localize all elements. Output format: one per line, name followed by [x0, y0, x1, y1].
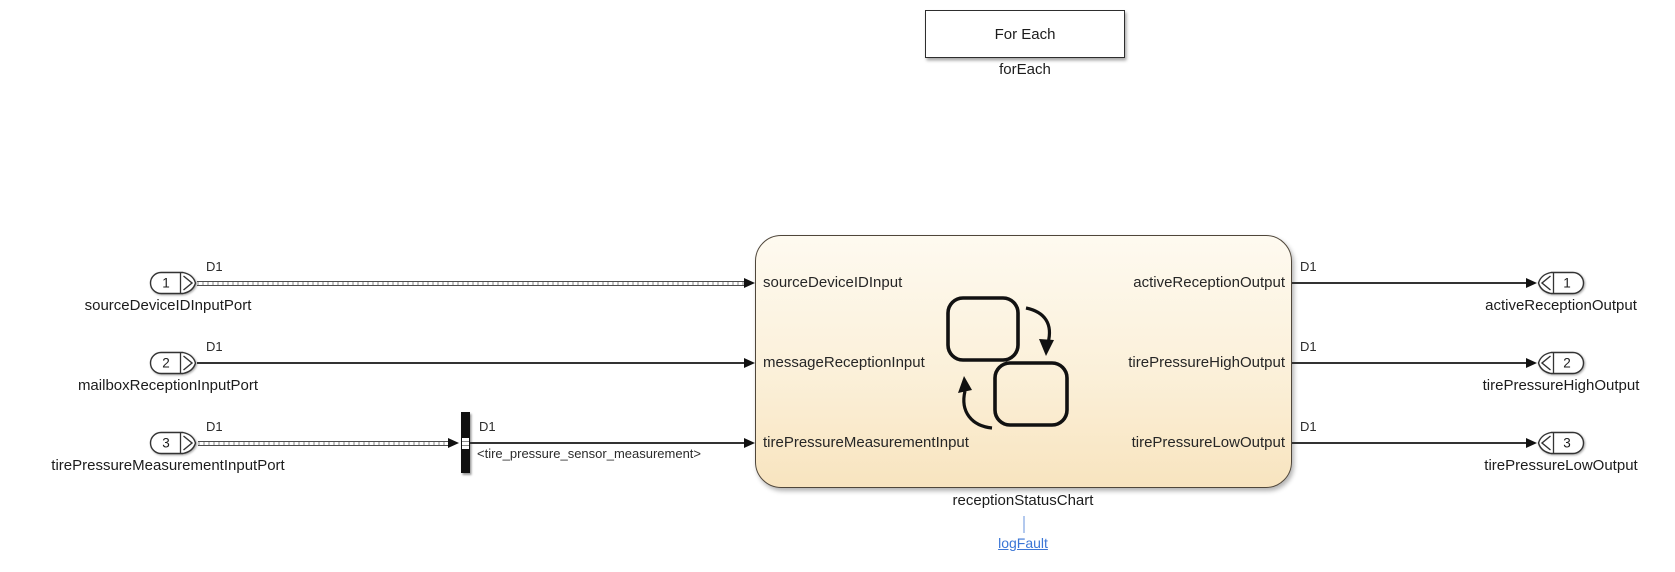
chart-input-port-label: sourceDeviceIDInput: [763, 274, 903, 291]
arrowhead-icon: [1526, 277, 1537, 288]
inport-label-3: tirePressureMeasurementInputPort: [51, 457, 285, 474]
signal-dimension-label: D1: [206, 339, 223, 354]
log-fault-link[interactable]: logFault: [998, 535, 1048, 551]
chart-input-port-label: tirePressureMeasurementInput: [763, 434, 969, 451]
bus-selector-port-marker: [462, 438, 469, 449]
bus-selector-block[interactable]: [461, 412, 470, 473]
outport-block-1[interactable]: 1: [1537, 271, 1585, 295]
inport-block-3[interactable]: 3: [149, 431, 197, 455]
inport-block-1[interactable]: 1: [149, 271, 197, 295]
for-each-block-name: forEach: [999, 61, 1051, 78]
signal-dimension-label: D1: [479, 419, 496, 434]
arrowhead-icon: [1526, 437, 1537, 448]
signal-line-3b[interactable]: [470, 442, 745, 444]
arrowhead-icon: [1526, 357, 1537, 368]
outport-chevron-icon: [1540, 435, 1551, 451]
arrowhead-icon: [448, 437, 459, 448]
outport-block-3[interactable]: 3: [1537, 431, 1585, 455]
bus-signal-line-1[interactable]: [197, 280, 745, 286]
inport-chevron-icon: [183, 355, 194, 371]
arrowhead-icon: [744, 437, 755, 448]
outport-label-2: tirePressureHighOutput: [1482, 377, 1640, 394]
inport-block-2[interactable]: 2: [149, 351, 197, 375]
chart-name-label: receptionStatusChart: [952, 492, 1094, 509]
chart-output-port-label: tirePressureLowOutput: [1131, 434, 1285, 451]
outport-label-1: activeReceptionOutput: [1485, 297, 1637, 314]
output-signal-line-2[interactable]: [1292, 362, 1526, 364]
output-signal-line-3[interactable]: [1292, 442, 1526, 444]
outport-chevron-icon: [1540, 355, 1551, 371]
signal-line-2[interactable]: [197, 362, 745, 364]
signal-dimension-label: D1: [1300, 419, 1317, 434]
inport-number: 2: [162, 356, 170, 371]
signal-dimension-label: D1: [206, 259, 223, 274]
for-each-block-title: For Each: [994, 25, 1056, 43]
signal-dimension-label: D1: [206, 419, 223, 434]
inport-label-2: mailboxReceptionInputPort: [77, 377, 259, 394]
chart-output-port-label: activeReceptionOutput: [1133, 274, 1285, 291]
bus-signal-line-3[interactable]: [198, 440, 448, 446]
inport-chevron-icon: [183, 435, 194, 451]
stateflow-states-icon: [946, 296, 1069, 430]
signal-dimension-label: D1: [1300, 339, 1317, 354]
for-each-block[interactable]: For Each: [925, 10, 1125, 58]
outport-number: 2: [1563, 356, 1571, 371]
annotation-connector-line: [1023, 516, 1025, 533]
signal-dimension-label: D1: [1300, 259, 1317, 274]
inport-number: 3: [162, 436, 170, 451]
outport-label-3: tirePressureLowOutput: [1484, 457, 1638, 474]
inport-label-1: sourceDeviceIDInputPort: [84, 297, 252, 314]
chart-output-port-label: tirePressureHighOutput: [1128, 354, 1285, 371]
inport-chevron-icon: [183, 275, 194, 291]
output-signal-line-1[interactable]: [1292, 282, 1526, 284]
outport-block-2[interactable]: 2: [1537, 351, 1585, 375]
chart-input-port-label: messageReceptionInput: [763, 354, 925, 371]
inport-number: 1: [162, 276, 170, 291]
outport-number: 1: [1563, 276, 1571, 291]
outport-number: 3: [1563, 436, 1571, 451]
bus-element-signal-label: <tire_pressure_sensor_measurement>: [477, 446, 702, 461]
outport-chevron-icon: [1540, 275, 1551, 291]
arrowhead-icon: [744, 277, 755, 288]
arrowhead-icon: [744, 357, 755, 368]
